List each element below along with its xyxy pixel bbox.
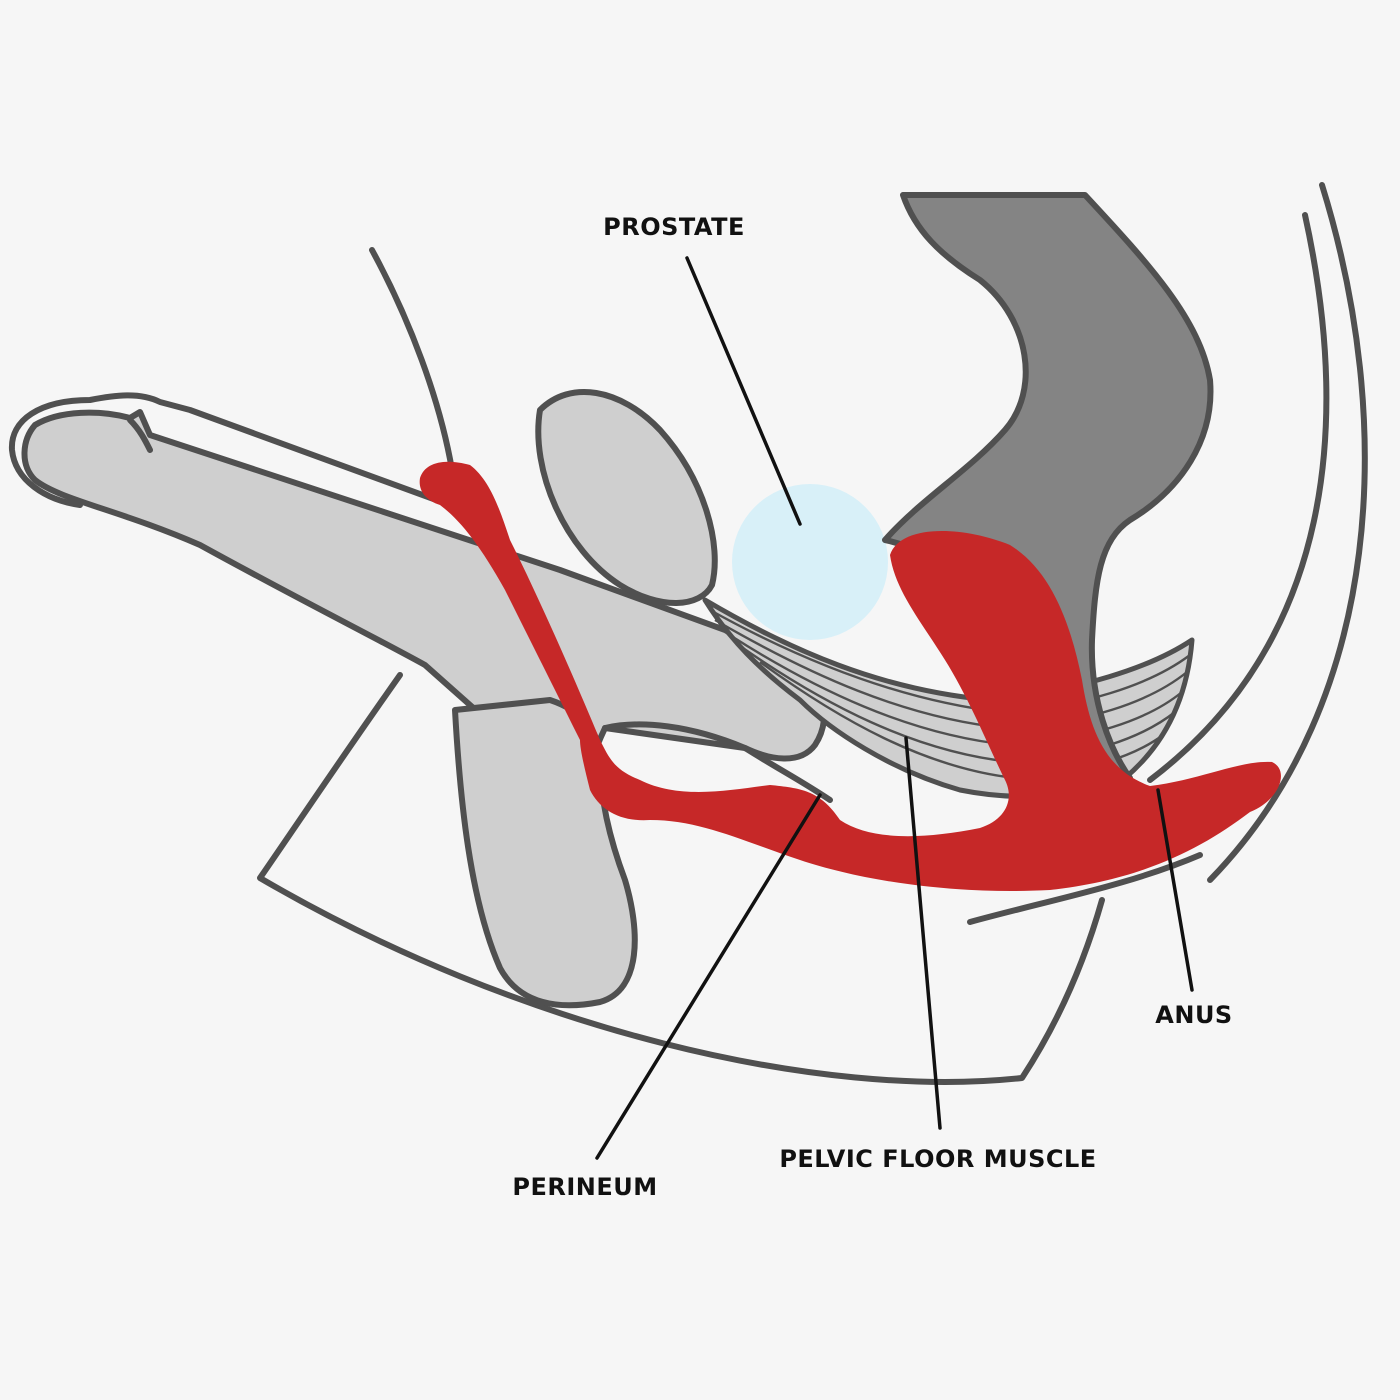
prostate-label: PROSTATE bbox=[603, 213, 745, 241]
abdomen-line bbox=[369, 247, 455, 473]
pelvic-floor-muscle-leader-line bbox=[904, 736, 942, 1130]
prostate bbox=[732, 484, 888, 640]
thigh-outline bbox=[257, 672, 1105, 1085]
anus-label: ANUS bbox=[1155, 1001, 1232, 1029]
body-contour bbox=[257, 182, 1368, 1085]
perineum-gap-line bbox=[602, 721, 833, 803]
muscle-fiber-5 bbox=[759, 661, 1164, 780]
penile-bulb bbox=[452, 697, 638, 1009]
penis-outer-outline bbox=[8, 392, 453, 508]
bladder bbox=[535, 389, 718, 606]
perineum-label: PERINEUM bbox=[512, 1173, 657, 1201]
perineum-leader-line bbox=[595, 793, 822, 1160]
prostate-leader-line bbox=[685, 256, 802, 526]
pelvic-floor-muscle-label: PELVIC FLOOR MUSCLE bbox=[779, 1145, 1096, 1173]
back-line-outer bbox=[1207, 182, 1368, 883]
glans-divider bbox=[127, 417, 153, 453]
penis bbox=[8, 392, 828, 813]
back-line-inner bbox=[1147, 212, 1330, 783]
buttock-crease bbox=[967, 852, 1203, 925]
perineal-muscle bbox=[419, 461, 1281, 891]
anus-leader-line bbox=[1156, 788, 1194, 992]
